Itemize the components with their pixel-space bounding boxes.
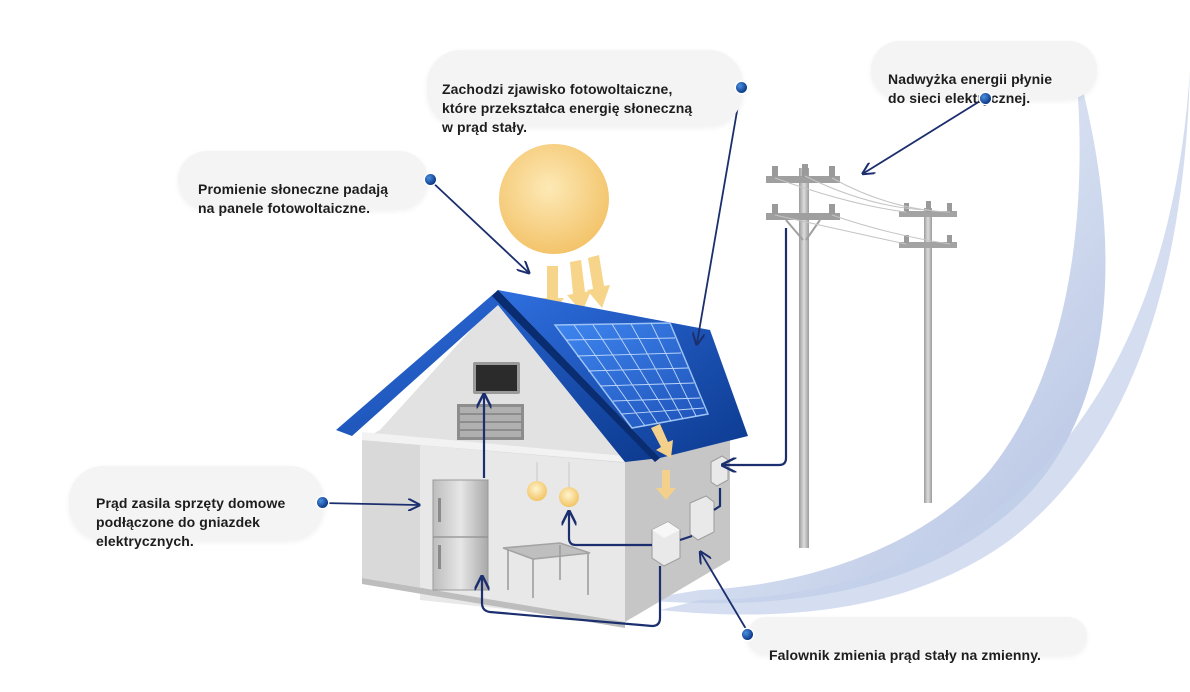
sun-icon	[499, 144, 609, 254]
callout-home-appliances-text: Prąd zasila sprzęty domowe podłączone do…	[96, 495, 286, 549]
callout-inverter-dot	[742, 629, 753, 640]
callout-inverter-text: Falownik zmienia prąd stały na zmienny.	[769, 647, 1042, 663]
callout-sun-rays: Promienie słoneczne padają na panele fot…	[178, 151, 428, 216]
callout-photovoltaic-effect-dot	[736, 82, 747, 93]
fridge-icon	[432, 479, 489, 591]
callout-home-appliances: Prąd zasila sprzęty domowe podłączone do…	[69, 466, 324, 549]
callout-connectors	[321, 87, 986, 635]
solar-panel	[553, 322, 710, 429]
table-icon	[502, 542, 591, 598]
dc-flow-arrows	[651, 424, 676, 500]
tv-cabinet-icon	[457, 404, 524, 440]
callout-surplus-to-grid-dot	[980, 93, 991, 104]
callout-sun-rays-dot	[425, 174, 436, 185]
callout-sun-rays-text: Promienie słoneczne padają na panele fot…	[198, 181, 389, 216]
callout-photovoltaic-effect-text: Zachodzi zjawisko fotowoltaiczne, które …	[442, 81, 693, 135]
utility-pole-front	[766, 164, 840, 548]
lamp-icons	[527, 462, 579, 507]
callout-photovoltaic-effect: Zachodzi zjawisko fotowoltaiczne, które …	[427, 50, 743, 135]
power-lines	[774, 175, 951, 245]
wiring-arrows	[482, 228, 788, 628]
tv-icon	[473, 362, 520, 394]
callout-surplus-to-grid-text: Nadwyżka energii płynie do sieci elektry…	[888, 71, 1053, 106]
background-swoosh	[640, 60, 1190, 615]
callout-surplus-to-grid: Nadwyżka energii płynie do sieci elektry…	[871, 41, 1097, 106]
callout-home-appliances-dot	[317, 497, 328, 508]
callout-inverter: Falownik zmienia prąd stały na zmienny.	[747, 617, 1087, 663]
utility-pole-back	[899, 201, 957, 503]
inverter-icon	[651, 521, 681, 567]
